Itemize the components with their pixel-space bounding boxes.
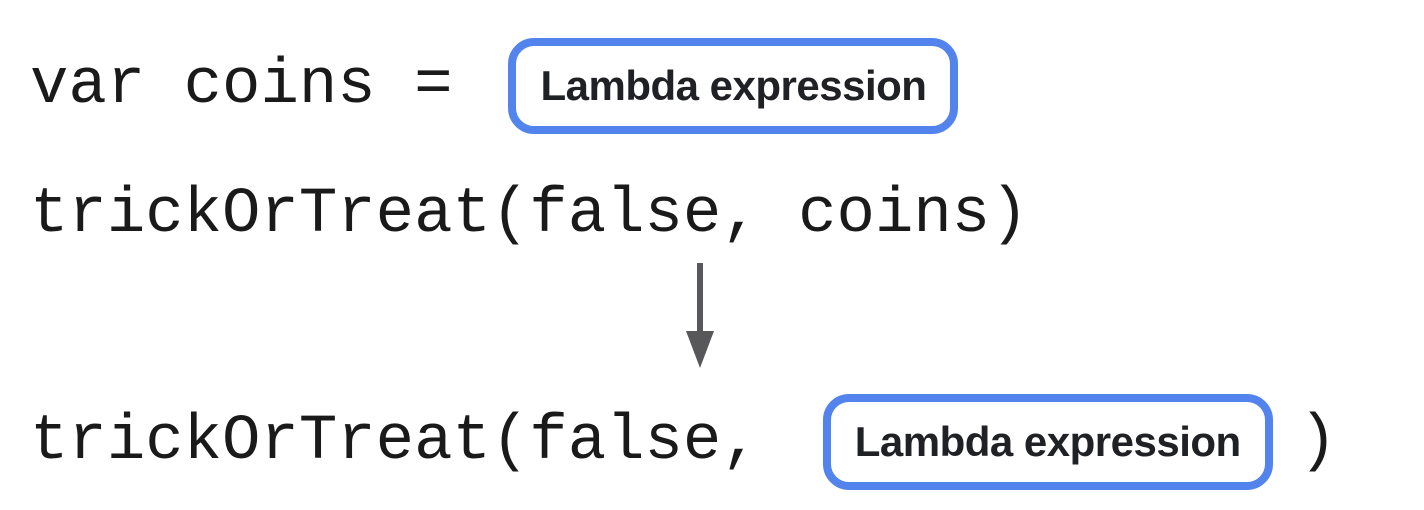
assignment-line: var coins = Lambda expression xyxy=(30,38,959,134)
code-trickortreat-open: trickOrTreat(false, xyxy=(30,406,760,478)
lambda-expression-label: Lambda expression xyxy=(540,62,927,109)
lambda-expression-label: Lambda expression xyxy=(854,418,1241,465)
code-closing-paren: ) xyxy=(1298,406,1338,478)
lambda-expression-box-2: Lambda expression xyxy=(822,394,1273,490)
lambda-expression-box-1: Lambda expression xyxy=(508,38,959,134)
call-line-after: trickOrTreat(false, Lambda expression ) xyxy=(30,392,1337,492)
code-var-coins: var coins = xyxy=(30,50,453,122)
call-line-before: trickOrTreat(false, coins) xyxy=(30,183,1029,247)
code-trickortreat-coins: trickOrTreat(false, coins) xyxy=(30,179,1029,251)
down-arrow-icon xyxy=(684,263,716,369)
